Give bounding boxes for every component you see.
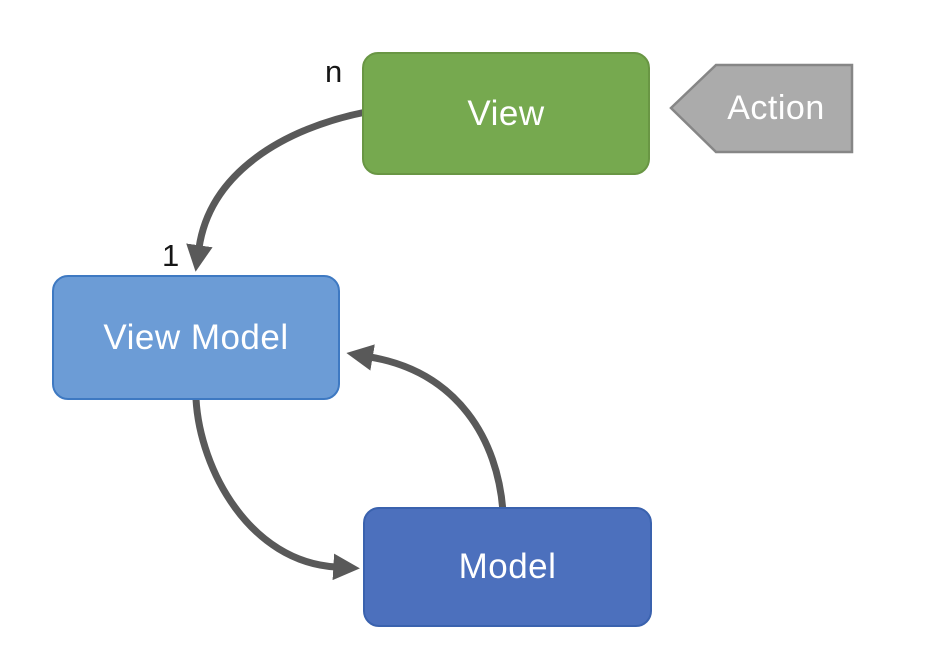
model-label: Model xyxy=(458,547,557,586)
action-arrow-shape xyxy=(669,63,854,154)
arrow-viewmodel-to-model xyxy=(192,398,360,581)
arrow-model-to-viewmodel xyxy=(346,344,507,513)
arrow-view-to-viewmodel xyxy=(186,108,367,272)
view-label: View xyxy=(467,93,545,133)
view-model-box: View Model xyxy=(52,275,340,400)
multiplicity-1-label: 1 xyxy=(162,238,180,273)
view-box: View xyxy=(362,52,650,175)
action-label-text: Action xyxy=(727,89,825,127)
model-box: Model xyxy=(363,507,652,627)
view-model-label: View Model xyxy=(103,317,289,357)
action-label: Action xyxy=(700,65,852,152)
multiplicity-n-label: n xyxy=(325,54,343,89)
